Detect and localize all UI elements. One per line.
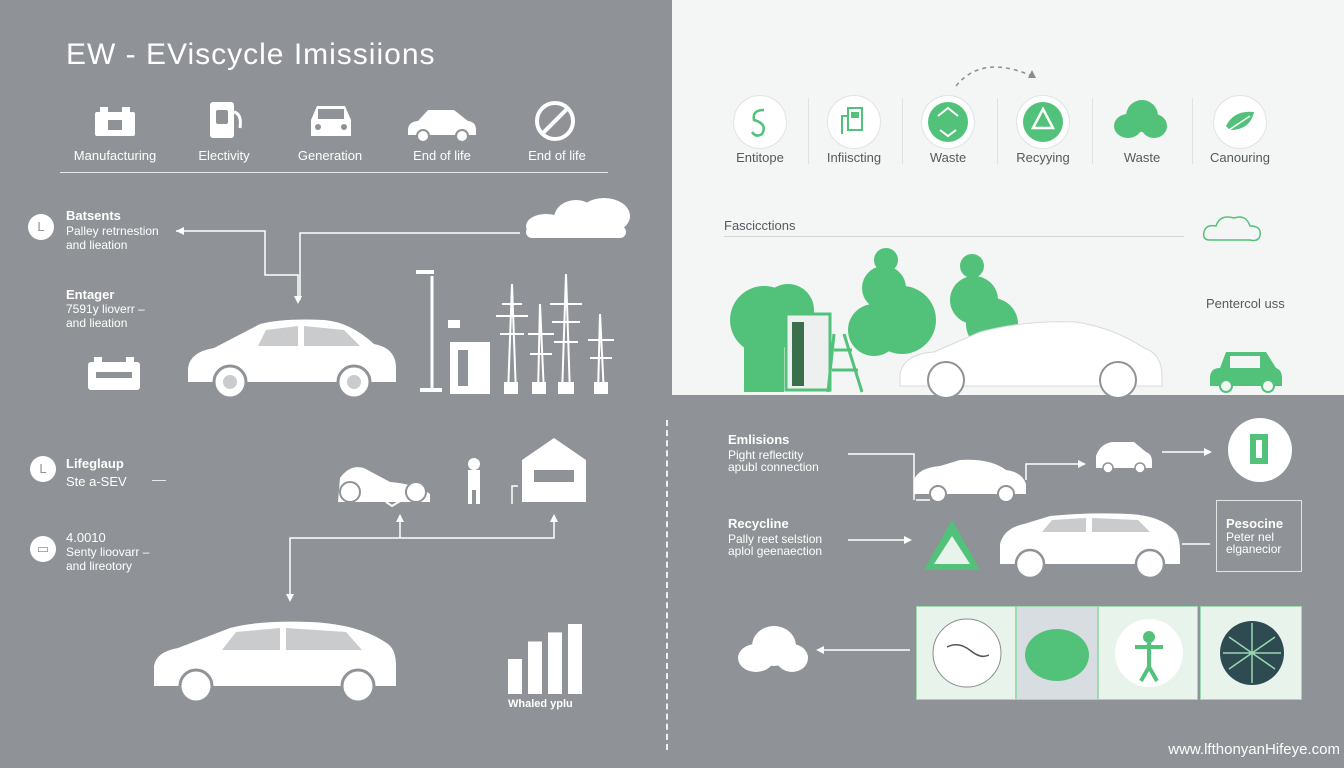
resocine-title: Pesocine xyxy=(1226,516,1284,531)
step-label: Entitope xyxy=(736,150,784,165)
flow-arrow xyxy=(816,646,910,654)
battery-badge-icon: ▭ xyxy=(30,536,56,562)
section-label: Fascicctions xyxy=(724,218,796,233)
s-leaf-icon xyxy=(734,96,786,148)
note-title: 4.0010 xyxy=(66,530,106,545)
cloud-icon xyxy=(738,626,808,672)
process-arrow xyxy=(955,66,1036,87)
green-city-illustration xyxy=(730,248,1163,399)
recycle-globe-icon xyxy=(922,96,974,148)
chart-bar xyxy=(568,624,582,694)
car-front-icon xyxy=(311,106,351,136)
section-label: Pentercol uss xyxy=(1206,296,1285,311)
electric-car-illustration xyxy=(188,319,396,400)
globe-icon xyxy=(1220,621,1284,685)
note-line: and lieation xyxy=(66,238,128,252)
car-side-icon xyxy=(408,110,476,143)
person-icon xyxy=(1115,619,1183,687)
step-label: Infiiscting xyxy=(826,150,882,165)
step-label: Waste xyxy=(929,150,967,165)
footer-url: www.lfthonyanHifeye.com xyxy=(1168,741,1340,758)
resocine-box xyxy=(1216,500,1302,572)
note-title: Recycline xyxy=(728,516,789,531)
cloud-icon xyxy=(526,198,630,238)
note-line: 7591y lioverr – xyxy=(66,302,145,316)
note-title: Emlisions xyxy=(728,432,790,447)
section-divider xyxy=(666,420,668,750)
leaf-badge-icon: L xyxy=(28,214,54,240)
chart-bar xyxy=(508,659,522,694)
vehicle-flow-illustration xyxy=(154,438,586,704)
page-title: EW - EViscycle Imissiions xyxy=(66,38,436,71)
leaf-icon xyxy=(1214,96,1266,148)
green-car-icon xyxy=(1210,352,1282,393)
chart-bar xyxy=(528,641,542,694)
note-line: aplol geenaection xyxy=(728,544,823,558)
panel-map xyxy=(916,606,1016,700)
step-label: Waste xyxy=(1123,150,1161,165)
resocine-line: Peter nel xyxy=(1226,530,1275,544)
divider xyxy=(1092,98,1093,164)
note-title: Lifeglaup xyxy=(66,456,124,471)
panel-person xyxy=(1098,606,1198,700)
note-line: Ste a-SEV xyxy=(66,474,127,489)
divider xyxy=(724,236,1184,237)
note-line: Senty lioovarr – xyxy=(66,545,150,559)
resocine-line: elganecior xyxy=(1226,542,1282,556)
battery-icon xyxy=(95,107,135,136)
note-line: and lieation xyxy=(66,316,128,330)
note-line: Pally reet selstion xyxy=(728,532,823,546)
divider xyxy=(997,98,998,164)
note-line: apubl connection xyxy=(728,460,819,474)
note-title: Batsents xyxy=(66,208,121,223)
step-label: End of life xyxy=(413,148,471,163)
panel-cloud xyxy=(1016,606,1098,700)
step-label: Canouring xyxy=(1210,150,1270,165)
note-title: Entager xyxy=(66,287,115,302)
recycle-icon xyxy=(1017,96,1069,148)
step-label: Electivity xyxy=(198,148,250,163)
panel-globe xyxy=(1200,606,1302,700)
chart-bar xyxy=(548,632,562,694)
power-grid-illustration xyxy=(416,270,614,395)
emissions-flow-illustration xyxy=(848,418,1292,580)
divider xyxy=(60,172,608,173)
battery-pack-icon xyxy=(88,357,140,390)
note-line: Pight reflectity xyxy=(728,448,804,462)
cloud-icon xyxy=(1025,629,1089,681)
cloud-icon xyxy=(1114,100,1167,138)
note-line: and lireotory xyxy=(66,559,133,573)
divider xyxy=(808,98,809,164)
divider xyxy=(1192,98,1193,164)
step-label: Generation xyxy=(297,148,363,163)
leaf-badge-icon: L xyxy=(30,456,56,482)
flow-connectors xyxy=(176,227,520,304)
note-line: Palley retrnestion xyxy=(66,224,159,238)
map-icon xyxy=(932,618,1002,688)
cloud-outline-icon xyxy=(1202,216,1262,242)
chart-caption: Whaled yplu xyxy=(508,698,573,710)
divider xyxy=(902,98,903,164)
step-label: End of life xyxy=(528,148,586,163)
bar-chart xyxy=(508,624,582,694)
dash xyxy=(152,480,166,481)
step-label: Recyying xyxy=(1016,150,1070,165)
charger-icon xyxy=(210,102,242,138)
no-sign-icon xyxy=(535,101,575,141)
pump-icon xyxy=(828,96,880,148)
step-label: Manufacturing xyxy=(73,148,157,163)
